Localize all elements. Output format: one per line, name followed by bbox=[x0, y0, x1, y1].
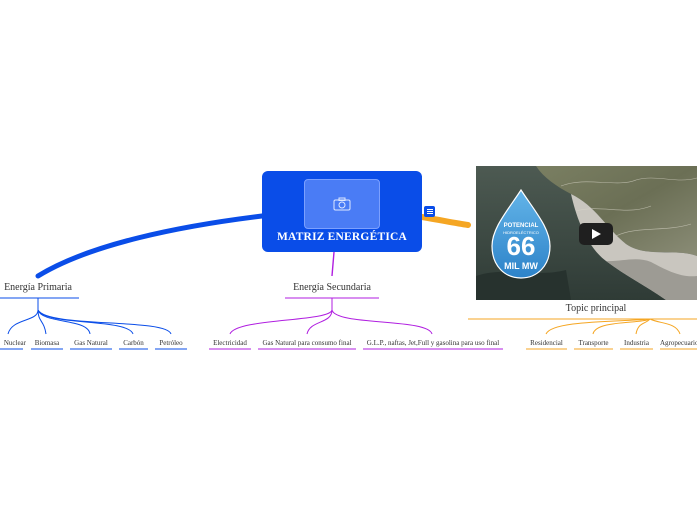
video-overlay-unit: MIL MW bbox=[504, 261, 538, 271]
subtopic-agropecuario[interactable]: Agropecuario bbox=[660, 339, 697, 347]
subtopic-biomasa[interactable]: Biomasa bbox=[34, 339, 60, 347]
video-overlay-line2: HIDROELÉCTRICO bbox=[503, 230, 539, 235]
subtopic-nuclear[interactable]: Nuclear bbox=[3, 339, 26, 347]
video-overlay-value: 66 bbox=[506, 231, 536, 261]
subtopic-gas-natural-consumo[interactable]: Gas Natural para consumo final bbox=[262, 339, 352, 347]
subtopic-electricidad[interactable]: Electricidad bbox=[213, 339, 247, 347]
subtopic-transporte[interactable]: Transporte bbox=[578, 339, 609, 347]
subtopic-glp-naftas[interactable]: G.L.P., naftas, Jet,Full y gasolina para… bbox=[366, 339, 500, 347]
subtopic-residencial[interactable]: Residencial bbox=[530, 339, 563, 347]
subtopic-petroleo[interactable]: Petróleo bbox=[159, 339, 183, 347]
central-topic-title: MATRIZ ENERGÉTICA bbox=[276, 231, 408, 243]
video-overlay-line1: POTENCIAL bbox=[503, 223, 539, 229]
image-placeholder[interactable] bbox=[304, 179, 380, 229]
play-icon[interactable] bbox=[579, 223, 613, 245]
subtopic-industria[interactable]: Industria bbox=[624, 339, 649, 347]
topic-energia-secundaria[interactable]: Energía Secundaria bbox=[293, 282, 371, 293]
notes-icon[interactable] bbox=[424, 206, 435, 217]
subtopic-carbon[interactable]: Carbón bbox=[123, 339, 144, 347]
central-topic[interactable]: MATRIZ ENERGÉTICA bbox=[262, 171, 422, 252]
subtopic-gas-natural[interactable]: Gas Natural bbox=[74, 339, 108, 347]
topic-energia-primaria[interactable]: Energía Primaria bbox=[4, 282, 72, 293]
topic-principal[interactable]: Topic principal bbox=[565, 303, 627, 314]
camera-icon bbox=[333, 197, 351, 211]
